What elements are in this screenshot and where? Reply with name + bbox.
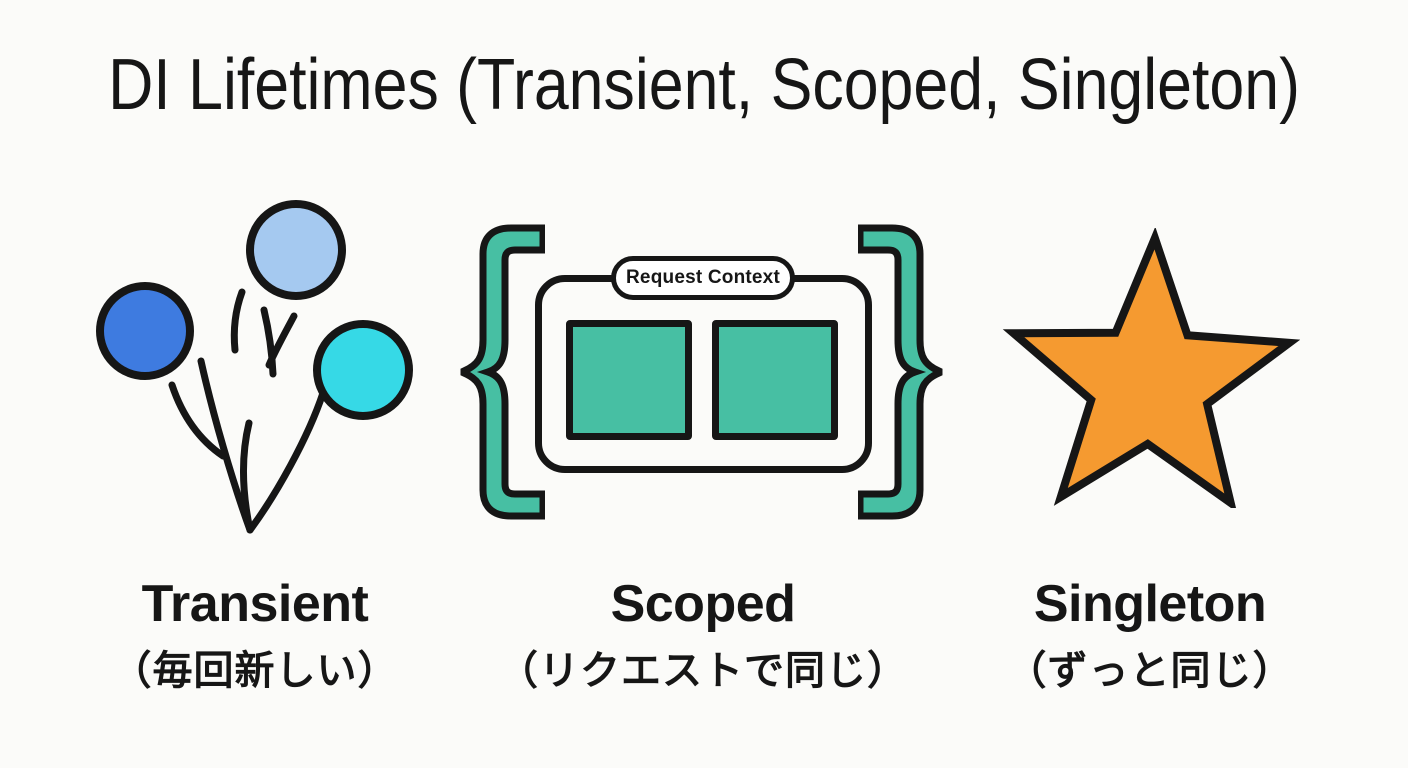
transient-ball-blue xyxy=(96,282,194,380)
transient-ball-cyan xyxy=(313,320,413,420)
scoped-instance-square xyxy=(566,320,692,440)
right-brace-icon xyxy=(858,224,943,520)
scoped-sublabel: （リクエストで同じ） xyxy=(498,648,908,693)
request-scope-icon: Request Context xyxy=(440,210,965,545)
balloons-icon xyxy=(96,200,413,534)
transient-label-group: Transient （毎回新しい） xyxy=(25,577,485,696)
motion-trails xyxy=(168,288,327,534)
singleton-star xyxy=(1002,228,1300,508)
singleton-sublabel: （ずっと同じ） xyxy=(1006,648,1294,693)
scoped-label: Scoped xyxy=(610,575,796,633)
transient-label: Transient xyxy=(141,575,369,633)
request-context-badge: Request Context xyxy=(611,256,795,300)
scoped-instance-square xyxy=(712,320,838,440)
request-context-badge-label: Request Context xyxy=(626,267,780,288)
singleton-label-group: Singleton （ずっと同じ） xyxy=(920,577,1380,696)
left-brace-icon xyxy=(460,224,545,520)
transient-sublabel: （毎回新しい） xyxy=(111,648,399,693)
star-icon xyxy=(1002,228,1300,508)
diagram-title: DI Lifetimes (Transient, Scoped, Singlet… xyxy=(108,45,1300,125)
singleton-label: Singleton xyxy=(1033,575,1267,633)
scoped-label-group: Scoped （リクエストで同じ） xyxy=(473,577,933,696)
transient-ball-lightblue xyxy=(246,200,346,300)
